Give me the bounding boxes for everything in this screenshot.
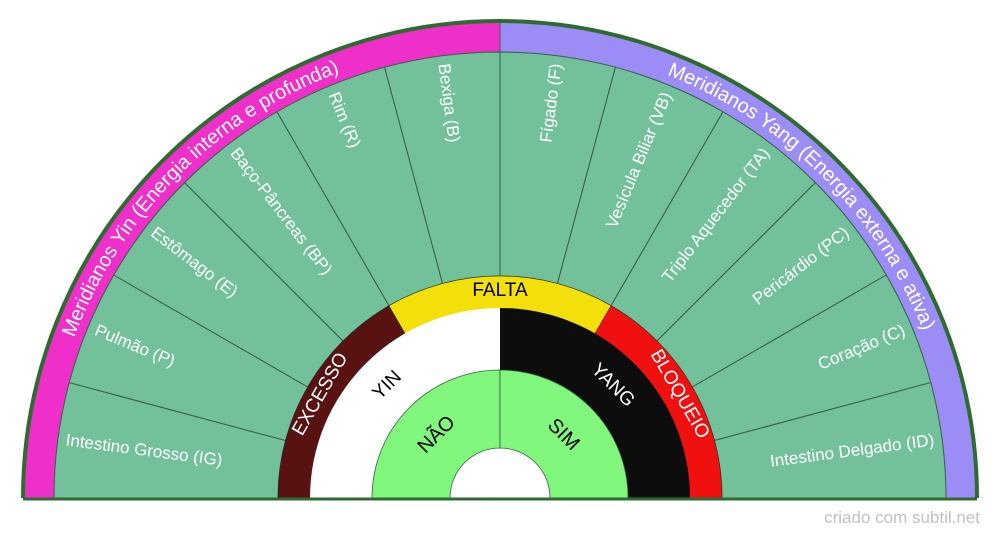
state-falta-label: FALTA [472, 280, 528, 301]
polarity-yang-segment[interactable] [500, 308, 690, 498]
answer-nao-segment[interactable] [371, 369, 501, 499]
meridian-sectors [53, 51, 947, 499]
yang-meridians-band [500, 21, 977, 498]
footer-credit: criado com subtil.net [824, 508, 980, 527]
chart-outline [21, 19, 979, 499]
polarity-yin-segment[interactable] [310, 308, 500, 498]
answer-sim-segment[interactable] [499, 369, 629, 499]
yin-meridians-band [23, 21, 500, 498]
